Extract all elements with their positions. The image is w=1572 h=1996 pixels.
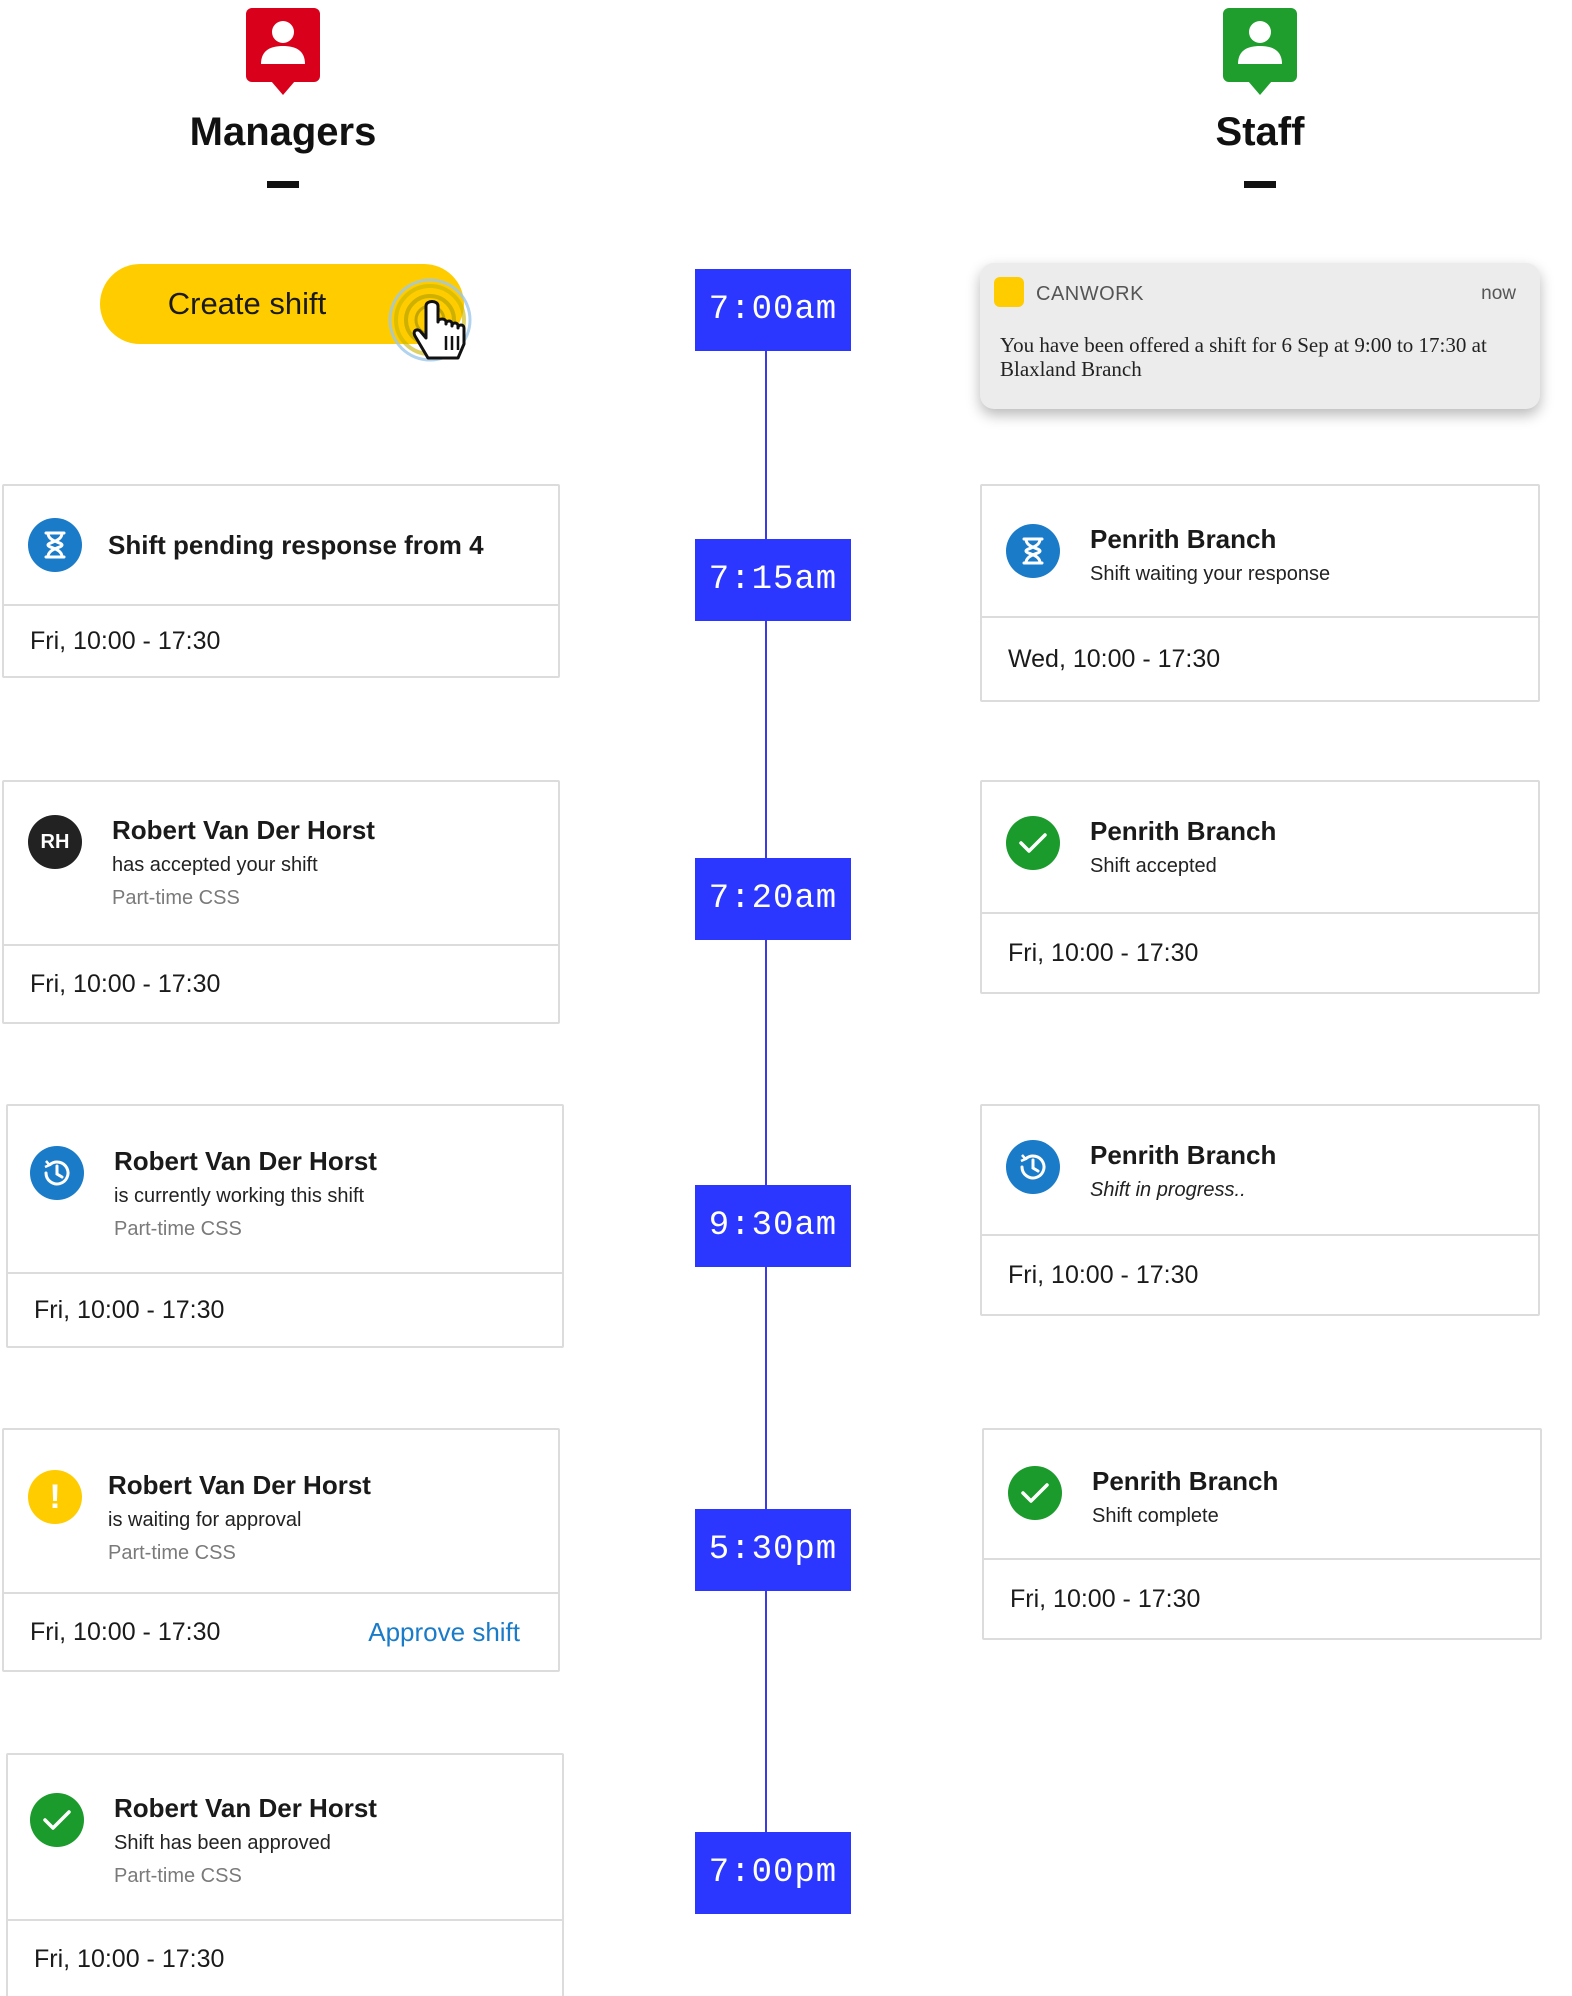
managers-person-icon — [246, 8, 320, 95]
card-title: Penrith Branch — [1090, 524, 1277, 554]
notification-message: You have been offered a shift for 6 Sep … — [1000, 333, 1487, 381]
staff-card-in-progress[interactable]: Penrith Branch Shift in progress.. Fri, … — [980, 1104, 1540, 1316]
notification-app-name: CANWORK — [1036, 283, 1144, 305]
staff-divider — [1244, 181, 1276, 188]
check-icon — [1006, 816, 1060, 870]
managers-header: Managers — [133, 8, 433, 188]
timeline-line — [765, 320, 767, 1880]
card-subtitle: is waiting for approval — [108, 1509, 302, 1531]
shift-time: Fri, 10:00 - 17:30 — [34, 1944, 225, 1973]
exclamation-icon: ! — [28, 1470, 82, 1524]
staff-header: Staff — [1110, 8, 1410, 188]
managers-title: Managers — [189, 110, 377, 154]
clock-history-icon — [1006, 1140, 1060, 1194]
card-role: Part-time CSS — [108, 1542, 236, 1564]
staff-card-complete[interactable]: Penrith Branch Shift complete Fri, 10:00… — [982, 1428, 1542, 1640]
manager-card-accepted[interactable]: RH Robert Van Der Horst has accepted you… — [2, 780, 560, 1024]
manager-card-pending[interactable]: Shift pending response from 4 Fri, 10:00… — [2, 484, 560, 678]
card-subtitle: Shift in progress.. — [1090, 1179, 1246, 1201]
card-subtitle: is currently working this shift — [114, 1185, 365, 1207]
check-icon — [30, 1793, 84, 1847]
card-subtitle: has accepted your shift — [112, 854, 318, 876]
shift-time: Fri, 10:00 - 17:30 — [1010, 1584, 1201, 1613]
staff-card-accepted[interactable]: Penrith Branch Shift accepted Fri, 10:00… — [980, 780, 1540, 994]
app-icon — [994, 277, 1024, 307]
manager-card-working[interactable]: Robert Van Der Horst is currently workin… — [6, 1104, 564, 1348]
time-marker: 7:20am — [695, 858, 851, 940]
card-title: Penrith Branch — [1090, 816, 1277, 846]
clock-history-icon — [30, 1146, 84, 1200]
shift-time: Fri, 10:00 - 17:30 — [1008, 938, 1199, 967]
time-marker: 7:15am — [695, 539, 851, 621]
card-role: Part-time CSS — [114, 1865, 242, 1887]
time-marker: 7:00am — [695, 269, 851, 351]
staff-person-icon — [1223, 8, 1297, 95]
shift-time: Fri, 10:00 - 17:30 — [30, 969, 221, 998]
card-role: Part-time CSS — [112, 887, 240, 909]
card-title: Robert Van Der Horst — [114, 1146, 377, 1176]
manager-card-waiting-approval[interactable]: ! Robert Van Der Horst is waiting for ap… — [2, 1428, 560, 1672]
shift-time: Fri, 10:00 - 17:30 — [34, 1295, 225, 1324]
card-title: Robert Van Der Horst — [112, 815, 375, 845]
card-subtitle: Shift complete — [1092, 1505, 1219, 1527]
staff-title: Staff — [1215, 110, 1305, 154]
hourglass-icon — [28, 518, 82, 572]
check-icon — [1008, 1466, 1062, 1520]
hourglass-icon — [1006, 524, 1060, 578]
time-marker: 5:30pm — [695, 1509, 851, 1591]
manager-card-approved[interactable]: Robert Van Der Horst Shift has been appr… — [6, 1753, 564, 1996]
approve-shift-link[interactable]: Approve shift — [368, 1616, 520, 1647]
shift-time: Wed, 10:00 - 17:30 — [1008, 644, 1221, 673]
shift-time: Fri, 10:00 - 17:30 — [30, 626, 221, 655]
card-subtitle: Shift accepted — [1090, 855, 1217, 877]
managers-divider — [267, 181, 299, 188]
time-marker: 9:30am — [695, 1185, 851, 1267]
create-shift-button[interactable]: Create shift — [100, 264, 464, 344]
push-notification[interactable]: CANWORK now You have been offered a shif… — [980, 263, 1540, 409]
shift-time: Fri, 10:00 - 17:30 — [1008, 1260, 1199, 1289]
card-title: Robert Van Der Horst — [108, 1470, 371, 1500]
notification-time: now — [1481, 283, 1516, 304]
hand-pointer-icon — [388, 278, 472, 362]
avatar: RH — [28, 815, 82, 869]
card-title: Shift pending response from 4 — [108, 529, 484, 560]
card-title: Robert Van Der Horst — [114, 1793, 377, 1823]
card-subtitle: Shift waiting your response — [1090, 563, 1331, 585]
card-subtitle: Shift has been approved — [114, 1832, 331, 1854]
shift-time: Fri, 10:00 - 17:30 — [30, 1617, 221, 1646]
card-title: Penrith Branch — [1092, 1466, 1279, 1496]
card-title: Penrith Branch — [1090, 1140, 1277, 1170]
time-marker: 7:00pm — [695, 1832, 851, 1914]
staff-card-waiting[interactable]: Penrith Branch Shift waiting your respon… — [980, 484, 1540, 702]
card-role: Part-time CSS — [114, 1218, 242, 1240]
